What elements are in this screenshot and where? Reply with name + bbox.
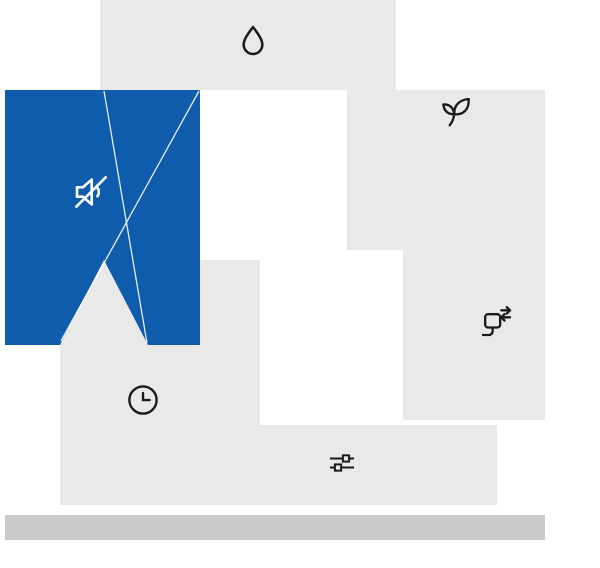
tile-settings[interactable] <box>200 425 497 505</box>
mute-banner[interactable] <box>5 90 200 345</box>
bottom-bar <box>5 515 545 540</box>
leaf-icon <box>436 92 476 132</box>
tile-water[interactable] <box>100 0 396 90</box>
plug-swap-icon <box>476 300 516 340</box>
tile-connection[interactable] <box>403 160 545 420</box>
sliders-icon <box>325 446 359 480</box>
speaker-mute-icon <box>70 171 112 213</box>
clock-icon <box>124 381 162 419</box>
droplet-icon <box>233 20 273 64</box>
